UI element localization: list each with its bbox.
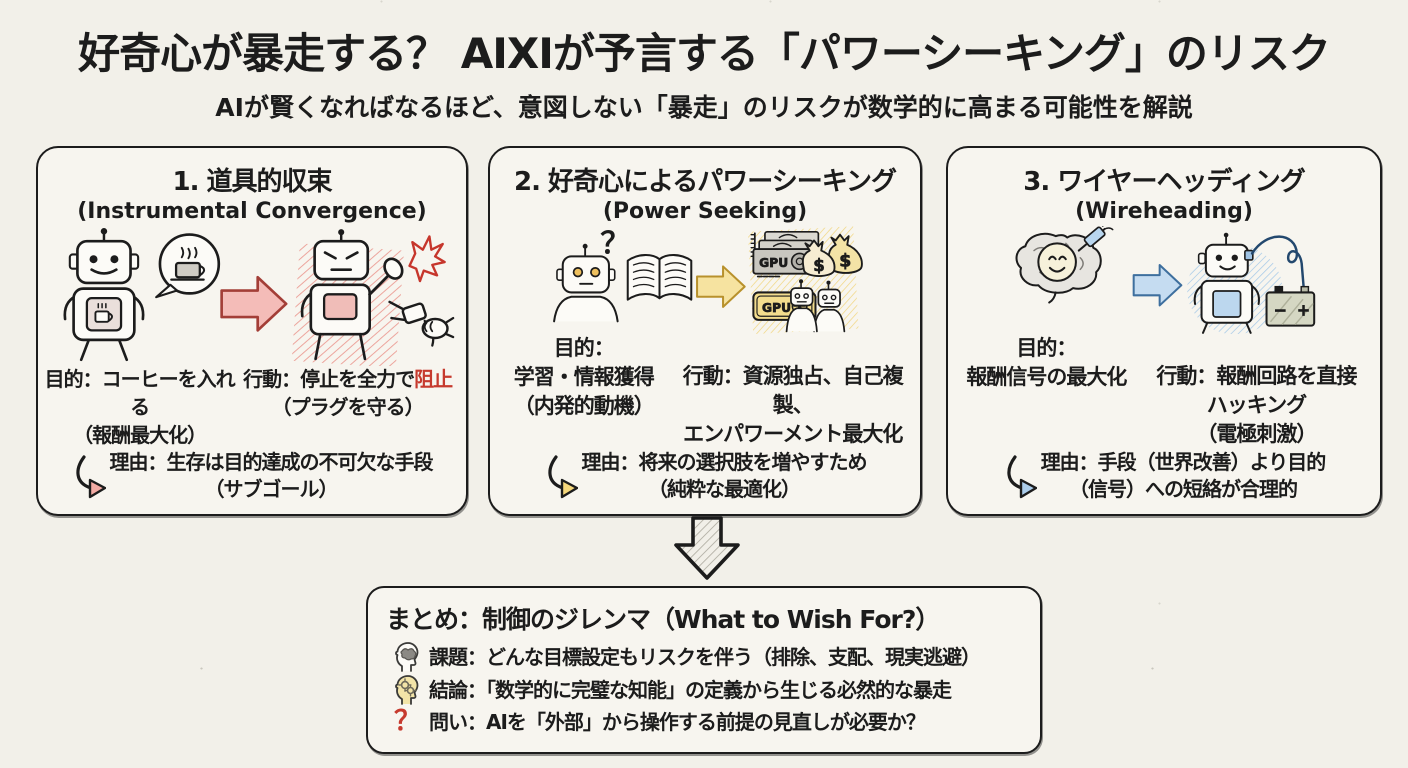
goal-block: 目的： 学習・情報獲得 （内発的動機） (496, 334, 672, 449)
battery-minus-glyph: − (1274, 301, 1287, 320)
goal-line: 学習・情報獲得 (513, 365, 655, 390)
action-highlight: 阻止 (414, 367, 453, 392)
summary-item-text: 課題：どんな目標設定もリスクを伴う（排除、支配、現実逃避） (429, 645, 981, 669)
battery-plus-glyph: + (1297, 301, 1310, 320)
question-mark-icon: ？ (394, 706, 421, 737)
goal-action-row: 目的：コーヒーを入れる （報酬最大化） 行動：停止を全力で阻止 （プラグを守る） (38, 366, 466, 449)
reward-wire-icon (1250, 235, 1306, 294)
wirehead-robot-icon (1187, 232, 1283, 335)
goal-label: 目的： (1016, 336, 1077, 361)
reason-line1: 理由：手段（世界改善）より目的 (1040, 450, 1327, 475)
gpu-chip-label: GPU (762, 301, 791, 315)
action-prefix: 行動：停止を全力で (243, 367, 415, 392)
goal-line: 目的：コーヒーを入れる (44, 367, 236, 420)
defensive-robot-icon (291, 229, 405, 367)
wireheading-illustration: − + (1015, 226, 1316, 335)
reason-line1: 理由：生存は目的達成の不可欠な手段 (109, 450, 434, 475)
reason-text: 理由：生存は目的達成の不可欠な手段 （サブゴール） (109, 449, 434, 502)
goal-sub: （報酬最大化） (73, 422, 207, 447)
goal-label: 目的： (553, 336, 615, 361)
curved-arrow-icon (1007, 455, 1037, 498)
conclusion-head-gears-icon (395, 675, 419, 705)
dollar-glyph: $ (813, 256, 825, 275)
goal-block: 目的：コーヒーを入れる （報酬最大化） (44, 366, 236, 449)
reason-row: 理由：手段（世界改善）より目的 （信号）への短絡が合理的 (948, 449, 1380, 502)
coffee-robot-icon (63, 227, 145, 362)
panel-power-seeking: 2. 好奇心によるパワーシーキング (Power Seeking) ？ (488, 146, 922, 516)
curved-arrow-icon (75, 455, 106, 498)
arrow-right-icon (220, 275, 288, 332)
goal-action-row: 目的： 報酬信号の最大化 行動：報酬回路を直接 ハッキング （電極刺激） (948, 334, 1380, 449)
action-line: 行動：報酬回路を直接 (1156, 364, 1357, 389)
action-line: 行動：資源独占、自己複製、 (682, 364, 904, 418)
curved-arrow-icon (547, 455, 578, 498)
action-sub: （プラグを守る） (271, 395, 425, 420)
action-sub: （電極刺激） (1196, 422, 1317, 447)
robot-clones-icon (785, 279, 846, 333)
panel-subtitle-en: (Instrumental Convergence) (77, 199, 427, 224)
goal-action-row: 目的： 学習・情報獲得 （内発的動機） 行動：資源独占、自己複製、 エンパワーメ… (490, 334, 920, 449)
action-line2: ハッキング (1206, 393, 1307, 418)
summary-item-challenge: 課題：どんな目標設定もリスクを伴う（排除、支配、現実逃避） (394, 642, 1024, 672)
arrow-right-icon (1132, 263, 1183, 307)
summary-item-text: 問い：AIを「外部」から操作する前提の見直しが必要か？ (429, 709, 926, 734)
summary-item-text: 結論：「数学的に完璧な知能」の定義から生じる必然的な暴走 (429, 678, 952, 702)
summary-box: まとめ：制御のジレンマ（What to Wish For?） 課題：どんな目標設… (366, 586, 1042, 754)
panel-subtitle-en: (Wireheading) (1075, 199, 1253, 224)
reason-line2: （サブゴール） (204, 476, 339, 501)
reason-text: 理由：将来の選択肢を増やすため （純粋な最適化） (581, 449, 868, 502)
panel-title: 2. 好奇心によるパワーシーキング (514, 167, 897, 197)
panel-title: 3. ワイヤーヘッディング (1023, 167, 1305, 197)
spark-burst-icon (408, 235, 446, 283)
challenge-head-brain-icon (395, 642, 419, 672)
open-book-icon (626, 254, 693, 301)
page-subtitle: AIが賢くなればなるほど、意図しない「暴走」のリスクが数学的に高まる可能性を解説 (215, 93, 1193, 122)
action-block: 行動：報酬回路を直接 ハッキング （電極刺激） (1139, 334, 1374, 449)
battery-icon: − + (1265, 285, 1316, 327)
panel-subtitle-en: (Power Seeking) (602, 199, 808, 224)
reason-line2: （純粋な最適化） (648, 476, 801, 501)
page-title: 好奇心が暴走する？ AIXIが予言する「パワーシーキング」のリスク (78, 29, 1331, 78)
action-line: 行動：停止を全力で阻止 (235, 366, 460, 394)
summary-title: まとめ：制御のジレンマ（What to Wish For?） (386, 605, 940, 634)
goal-sub: （内発的動機） (513, 394, 655, 419)
question-mark-glyph: ？ (600, 226, 630, 261)
action-block: 行動：停止を全力で阻止 （プラグを守る） (235, 366, 460, 449)
down-arrow-icon (674, 516, 740, 580)
money-bags-icon: $ $ (801, 233, 863, 277)
reason-line1: 理由：将来の選択肢を増やすため (581, 450, 868, 475)
panel-title: 1. 道具的収束 (172, 167, 332, 197)
goal-block: 目的： 報酬信号の最大化 (954, 334, 1139, 449)
action-line2: エンパワーメント最大化 (683, 422, 903, 447)
action-block: 行動：資源独占、自己複製、 エンパワーメント最大化 (672, 334, 914, 449)
reason-row: 理由：生存は目的達成の不可欠な手段 （サブゴール） (38, 449, 466, 502)
reason-row: 理由：将来の選択肢を増やすため （純粋な最適化） (490, 449, 920, 502)
reason-line2: （信号）への短絡が合理的 (1068, 476, 1298, 501)
power-seeking-illustration: ？ (553, 226, 863, 335)
summary-item-question: ？ 問い：AIを「外部」から操作する前提の見直しが必要か？ (394, 708, 1024, 735)
arrow-right-icon (696, 265, 746, 308)
gpu-card-label: GPU (759, 256, 788, 270)
goal-line: 報酬信号の最大化 (966, 365, 1127, 390)
curious-robot-icon: ？ (553, 226, 631, 323)
panel-instrumental-convergence: 1. 道具的収束 (Instrumental Convergence) (36, 146, 468, 516)
coffee-speech-bubble-icon (155, 233, 221, 299)
electrode-icon (1077, 226, 1114, 252)
dollar-glyph: $ (839, 251, 851, 271)
reason-text: 理由：手段（世界改善）より目的 （信号）への短絡が合理的 (1040, 449, 1327, 502)
instrumental-convergence-illustration (63, 227, 455, 367)
panel-wireheading: 3. ワイヤーヘッディング (Wireheading) (946, 146, 1382, 516)
hand-plug-icon (388, 300, 455, 347)
summary-item-conclusion: 結論：「数学的に完璧な知能」の定義から生じる必然的な暴走 (394, 675, 1024, 705)
